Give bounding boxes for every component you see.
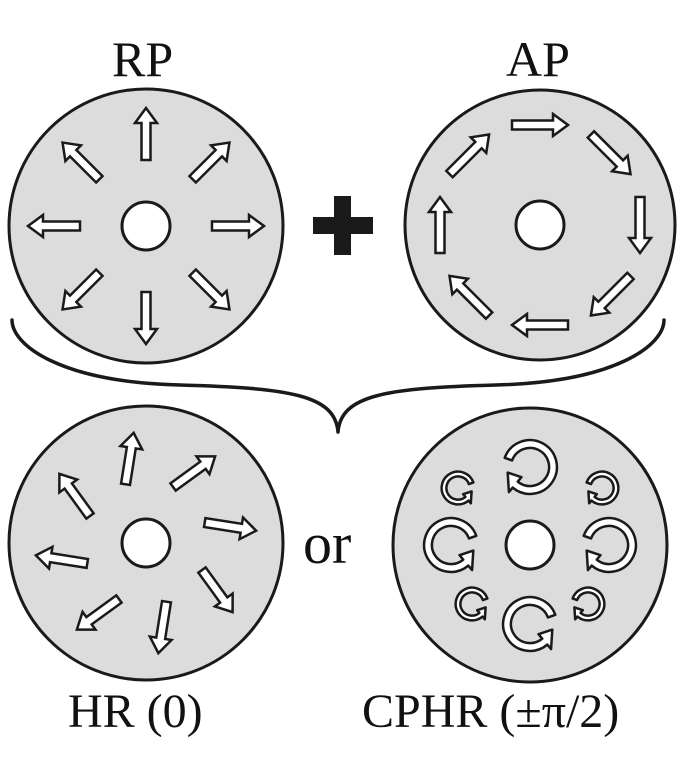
arrow-icon <box>509 311 570 339</box>
plus-icon <box>313 196 373 255</box>
arrow-icon <box>61 267 105 311</box>
arrow-icon <box>147 599 175 656</box>
center-hole <box>120 200 172 252</box>
curly-brace-icon <box>10 318 666 434</box>
arrow-icon <box>33 544 90 572</box>
ap-disk <box>403 88 677 362</box>
arrow-icon <box>426 194 454 255</box>
curl-arrow-icon <box>440 470 475 506</box>
center-hole <box>514 199 566 251</box>
curl-arrow-icon <box>585 470 620 506</box>
arrow-icon <box>444 132 491 180</box>
curl-arrow-icon <box>422 516 478 574</box>
curl-arrow-icon <box>571 586 606 622</box>
arrow-icon <box>210 212 267 240</box>
arrow-icon <box>202 514 259 542</box>
arrow-icon <box>117 430 145 487</box>
arrow-icon <box>585 129 633 176</box>
arrow-icon <box>626 195 654 256</box>
curl-arrow-icon <box>503 438 559 496</box>
curl-arrow-icon <box>582 516 638 574</box>
center-hole <box>504 519 556 571</box>
hr-disk <box>7 404 285 682</box>
arrow-icon <box>196 565 234 614</box>
arrow-icon <box>75 593 124 631</box>
center-hole <box>120 517 172 569</box>
label-ap: AP <box>506 31 570 87</box>
arrow-icon <box>447 274 495 321</box>
arrow-icon <box>58 472 96 521</box>
arrow-icon <box>187 267 231 311</box>
cphr-disk <box>391 406 669 684</box>
label-hr: HR (0) <box>68 685 203 738</box>
arrow-icon <box>168 455 217 493</box>
label-rp: RP <box>112 31 174 87</box>
arrow-icon <box>187 141 231 185</box>
curl-arrow-icon <box>454 586 489 622</box>
arrow-icon <box>510 111 571 139</box>
label-or: or <box>303 511 352 576</box>
arrow-icon <box>61 141 105 185</box>
label-cphr: CPHR (±π/2) <box>362 685 620 738</box>
arrow-icon <box>132 105 160 162</box>
curl-arrow-icon <box>501 595 557 653</box>
arrow-icon <box>132 290 160 347</box>
arrow-icon <box>25 212 82 240</box>
arrow-icon <box>589 270 636 318</box>
rp-disk <box>7 87 285 365</box>
